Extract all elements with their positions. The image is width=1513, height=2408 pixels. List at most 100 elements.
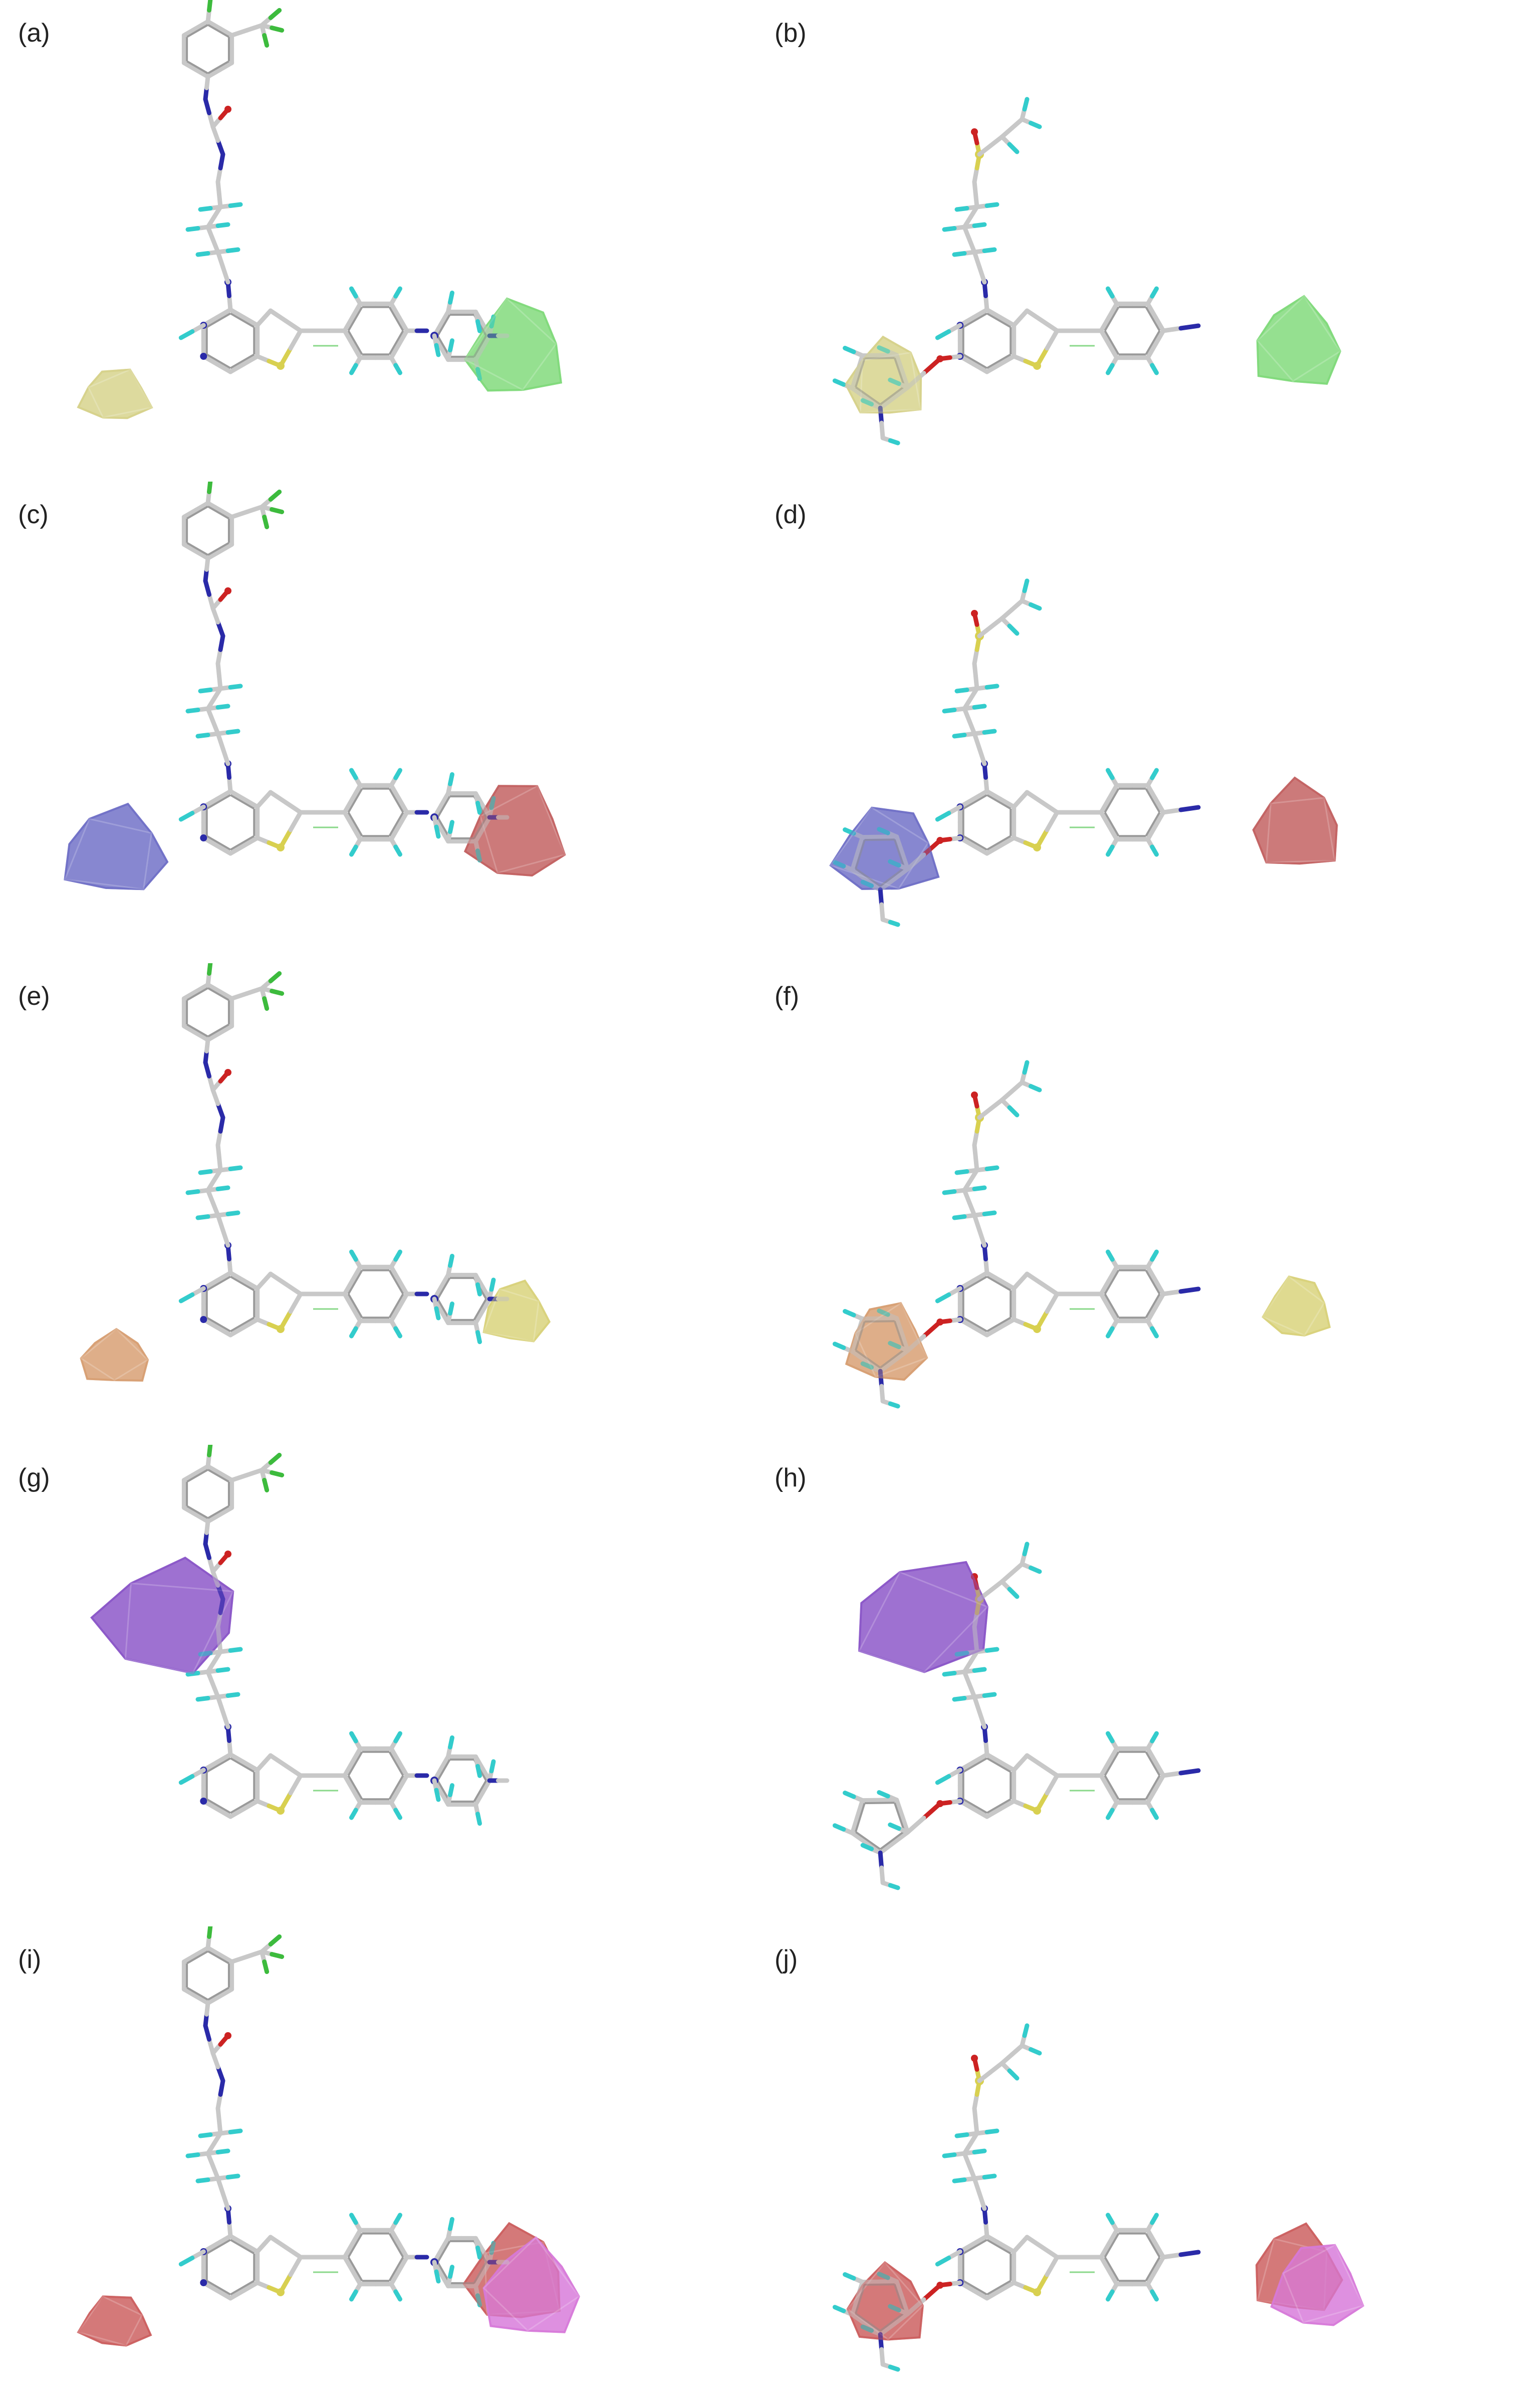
- bond: [228, 2234, 246, 2246]
- bond: [972, 2176, 982, 2196]
- bond: [349, 844, 358, 857]
- bond: [475, 1812, 482, 1826]
- isosurface-sterics-favored: [77, 368, 153, 419]
- bond: [972, 731, 982, 751]
- bond-inner: [1145, 330, 1161, 355]
- bond: [832, 1342, 846, 1350]
- isosurface-acceptor: [77, 2295, 152, 2347]
- bond: [215, 2148, 230, 2154]
- isosurface-hydrophobic-facet: [80, 1328, 149, 1381]
- bond: [878, 2322, 896, 2337]
- bond: [1099, 810, 1111, 828]
- bond: [397, 315, 409, 333]
- bond: [448, 772, 454, 786]
- bond: [984, 1647, 999, 1653]
- bond: [480, 333, 492, 350]
- isosurface-acceptor: [1255, 2222, 1344, 2311]
- bond: [1161, 326, 1183, 333]
- bond: [255, 316, 267, 328]
- bond: [888, 2364, 900, 2372]
- surface-overlay: [846, 2222, 1365, 2341]
- bond: [1145, 1305, 1158, 1324]
- bond-inner: [186, 1468, 209, 1483]
- isosurface-hydrophilic: [1262, 1275, 1331, 1337]
- bond-inner: [986, 794, 1012, 810]
- bond: [342, 2241, 355, 2260]
- bond: [888, 859, 901, 868]
- bond: [228, 2288, 246, 2301]
- bond: [178, 2256, 195, 2267]
- bond: [1145, 1787, 1158, 1805]
- bond: [270, 1952, 285, 1959]
- surface-overlay: [844, 295, 1342, 414]
- bond: [393, 1326, 402, 1339]
- bond: [178, 811, 195, 822]
- bond: [855, 353, 865, 374]
- bond: [434, 2269, 441, 2284]
- panel-h: (h): [757, 1445, 1513, 1926]
- bond: [489, 796, 496, 810]
- bond: [244, 23, 265, 33]
- bond: [1022, 1542, 1030, 1557]
- bond: [1107, 823, 1119, 842]
- bond: [207, 111, 215, 129]
- bond: [1045, 1773, 1060, 1796]
- bond-inner: [962, 312, 987, 328]
- bond-inner: [207, 60, 229, 75]
- panel-label: (d): [775, 500, 807, 529]
- bond: [244, 986, 265, 996]
- bond-inner: [1145, 306, 1161, 331]
- bond: [473, 1308, 485, 1326]
- bond: [218, 152, 225, 170]
- bond-inner: [347, 1269, 363, 1294]
- bond: [998, 2280, 1017, 2293]
- bond-inner: [855, 839, 866, 869]
- bond: [1153, 1773, 1166, 1792]
- bond: [205, 19, 222, 31]
- bond: [972, 647, 979, 666]
- bond: [480, 815, 492, 832]
- bond: [205, 1512, 222, 1524]
- bond-inner: [436, 314, 451, 337]
- bond: [1106, 286, 1115, 299]
- bond: [214, 2288, 233, 2301]
- bond: [448, 1735, 454, 1749]
- bond: [971, 1270, 989, 1283]
- bond: [971, 307, 989, 320]
- bond: [878, 1850, 884, 1870]
- bond: [195, 733, 210, 739]
- molecule-view: [832, 1060, 1331, 1409]
- bond: [1107, 1264, 1119, 1283]
- bond: [268, 1453, 282, 1465]
- bond: [214, 1807, 233, 1819]
- bond: [879, 2347, 885, 2367]
- bond: [393, 2213, 402, 2225]
- bond: [1153, 796, 1166, 815]
- bond: [448, 2217, 454, 2231]
- bond: [473, 2272, 485, 2289]
- bond: [832, 860, 846, 868]
- bond: [1161, 807, 1183, 815]
- bond: [1150, 768, 1159, 780]
- bond: [227, 294, 233, 312]
- bond: [217, 1471, 234, 1482]
- bond-inner: [864, 838, 895, 841]
- bond: [1045, 328, 1060, 351]
- bond: [217, 1024, 234, 1035]
- bond: [228, 1165, 243, 1171]
- bond: [195, 1696, 210, 1702]
- bond: [389, 1264, 401, 1283]
- bond: [195, 1214, 210, 1220]
- bond: [984, 789, 1003, 801]
- bond: [1099, 2241, 1111, 2260]
- bond: [984, 307, 1003, 320]
- bond: [894, 1316, 905, 1337]
- bond-inner: [186, 505, 209, 520]
- bond: [877, 2272, 890, 2280]
- bond: [954, 688, 969, 694]
- bond: [877, 1790, 890, 1799]
- bond: [983, 2220, 989, 2239]
- bond: [475, 1330, 482, 1345]
- bond: [480, 1778, 492, 1795]
- bond: [952, 1214, 967, 1220]
